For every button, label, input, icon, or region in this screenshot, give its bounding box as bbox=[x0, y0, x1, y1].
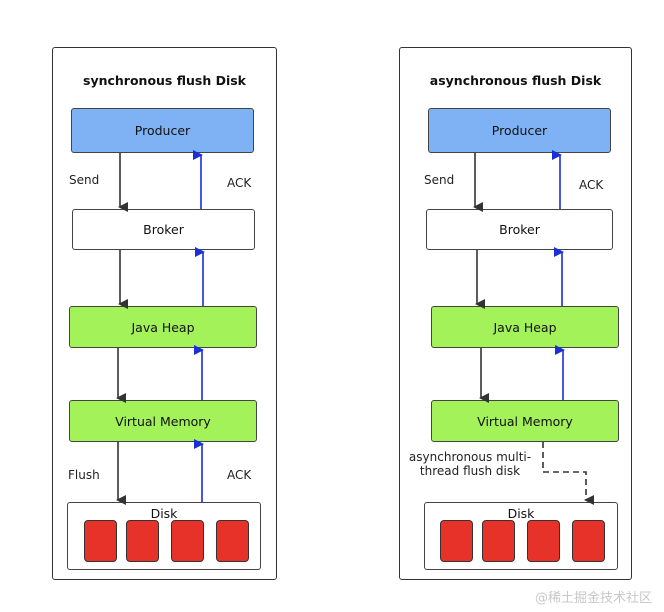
async-disk-block-2 bbox=[482, 520, 515, 562]
async-disk-block-3 bbox=[527, 520, 560, 562]
sync-ack-bottom-label: ACK bbox=[227, 468, 252, 482]
sync-ack-top-label: ACK bbox=[227, 176, 252, 190]
sync-send-label: Send bbox=[69, 173, 100, 187]
async-disk-block-1 bbox=[440, 520, 473, 562]
sync-disk-block-1 bbox=[84, 520, 117, 562]
sync-java-heap-box: Java Heap bbox=[69, 306, 257, 348]
sync-disk-block-2 bbox=[126, 520, 159, 562]
sync-flush-label: Flush bbox=[68, 468, 100, 482]
watermark: @稀土掘金技术社区 bbox=[534, 591, 652, 606]
async-virtual-memory-box: Virtual Memory bbox=[431, 400, 619, 442]
sync-disk-block-3 bbox=[171, 520, 204, 562]
async-flush-note-label: asynchronous multi-thread flush disk bbox=[408, 450, 532, 478]
sync-disk-block-4 bbox=[216, 520, 249, 562]
async-disk-block-4 bbox=[572, 520, 605, 562]
sync-virtual-memory-box: Virtual Memory bbox=[69, 400, 257, 442]
async-java-heap-box: Java Heap bbox=[431, 306, 619, 348]
async-flush-dashed-arrow bbox=[542, 442, 594, 505]
async-ack-top-label: ACK bbox=[579, 178, 604, 192]
async-send-label: Send bbox=[424, 173, 455, 187]
async-panel-title: asynchronous flush Disk bbox=[429, 73, 602, 88]
async-broker-box: Broker bbox=[426, 209, 613, 250]
sync-broker-box: Broker bbox=[72, 209, 255, 250]
sync-producer-box: Producer bbox=[71, 108, 254, 153]
sync-panel-title: synchronous flush Disk bbox=[83, 73, 246, 88]
async-producer-box: Producer bbox=[428, 108, 611, 153]
